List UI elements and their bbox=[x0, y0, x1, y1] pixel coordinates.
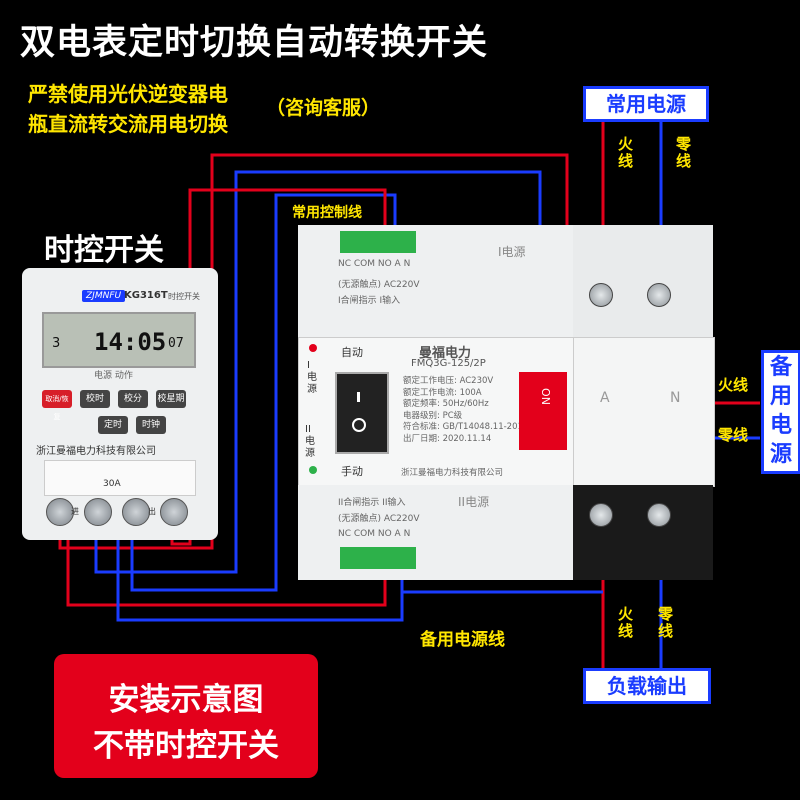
live-right-label: 火线 bbox=[718, 376, 749, 394]
source2-label: II电源 bbox=[458, 495, 490, 509]
top-live-screw bbox=[589, 283, 613, 307]
page-title: 双电表定时切换自动转换开关 bbox=[20, 23, 489, 63]
top-terminal-sub2: I合闸指示 I输入 bbox=[338, 296, 401, 306]
set-week-button[interactable]: 校星期 bbox=[156, 390, 186, 408]
main-power-label: 常用电源 bbox=[583, 86, 709, 122]
live-top-label: 火线 bbox=[618, 135, 634, 170]
backup-power-line-label: 备用电源线 bbox=[420, 630, 505, 650]
source1-indicator-light bbox=[309, 344, 317, 352]
ats-specs: 额定工作电压: AC230V 额定工作电流: 100A 额定频率: 50Hz/6… bbox=[403, 376, 529, 444]
bottom-terminal-sub2: (无源触点) AC220V bbox=[338, 514, 420, 524]
power-action-indicator: 电源 动作 bbox=[94, 371, 133, 381]
install-notice: 安装示意图 不带时控开关 bbox=[54, 654, 318, 778]
timer-terminal-n-in bbox=[84, 498, 112, 526]
bottom-terminal-text: NC COM NO A N bbox=[338, 529, 411, 539]
source2-indicator-light bbox=[309, 466, 317, 474]
timer-terminal-l-out bbox=[160, 498, 188, 526]
ats-top-breaker bbox=[573, 225, 713, 337]
notice-line-2: 不带时控开关 bbox=[93, 728, 279, 764]
top-terminal-sub1: (无源触点) AC220V bbox=[338, 280, 420, 290]
neutral-right-label: 零线 bbox=[718, 426, 749, 444]
warning-line-1: 严禁使用光伏逆变器电 bbox=[28, 82, 228, 106]
neutral-bottom-label: 零线 bbox=[658, 605, 674, 640]
ats-maker: 浙江曼福电力科技有限公司 bbox=[401, 468, 504, 478]
set-hour-button[interactable]: 校时 bbox=[80, 390, 110, 408]
timer-out-label: 出 bbox=[148, 507, 156, 516]
timer-model: KG316T bbox=[124, 290, 168, 301]
top-control-terminal-block bbox=[340, 231, 416, 253]
ats-upper-body: NC COM NO A N (无源触点) AC220V I合闸指示 I输入 I电… bbox=[298, 225, 573, 337]
neutral-top-label: 零线 bbox=[676, 135, 692, 170]
cancel-restore-button[interactable]: 取消/恢复 bbox=[42, 390, 72, 421]
consult-text: （咨询客服） bbox=[266, 97, 381, 119]
letter-n: N bbox=[670, 390, 681, 406]
rocker-mark-off bbox=[352, 418, 366, 432]
letter-a: A bbox=[600, 390, 610, 406]
timer-in-label: 进 bbox=[71, 507, 79, 516]
set-minute-button[interactable]: 校分 bbox=[118, 390, 148, 408]
timer-switch-label: 时控开关 bbox=[44, 233, 164, 268]
timer-lcd: 3 14:05 07 bbox=[42, 312, 196, 368]
timer-terminal-n-out bbox=[122, 498, 150, 526]
warning-line-2: 瓶直流转交流用电切换 bbox=[28, 112, 228, 136]
ats-brand: 曼福电力 bbox=[419, 346, 472, 361]
top-neutral-screw bbox=[647, 283, 671, 307]
timer-maker: 浙江曼福电力科技有限公司 bbox=[36, 446, 156, 457]
timing-button[interactable]: 定时 bbox=[98, 416, 128, 434]
ats-breaker-cover: A N bbox=[573, 337, 715, 487]
load-output-label: 负载输出 bbox=[583, 668, 711, 704]
timer-info-panel: 30A bbox=[44, 460, 196, 496]
live-bottom-label: 火线 bbox=[618, 605, 634, 640]
lcd-time: 14:05 bbox=[94, 328, 167, 356]
lcd-seconds: 07 bbox=[168, 336, 184, 351]
auto-mode-label: 自动 bbox=[341, 346, 363, 359]
top-terminal-text: NC COM NO A N bbox=[338, 259, 411, 269]
manual-handle[interactable]: ON bbox=[519, 372, 567, 450]
clock-button[interactable]: 时钟 bbox=[136, 416, 166, 434]
main-control-line-label: 常用控制线 bbox=[292, 205, 362, 221]
backup-power-label: 备 用 电 源 bbox=[761, 350, 800, 474]
ats-switch: NC COM NO A N (无源触点) AC220V I合闸指示 I输入 I电… bbox=[290, 225, 720, 580]
notice-line-1: 安装示意图 bbox=[108, 682, 264, 718]
timer-device: ZJMNFU KG316T 时控开关 3 14:05 07 电源 动作 取消/恢… bbox=[22, 268, 218, 540]
manual-mode-label: 手动 bbox=[341, 465, 363, 478]
bottom-neutral-screw bbox=[647, 503, 671, 527]
timer-model-suffix: 时控开关 bbox=[168, 292, 200, 301]
bottom-terminal-sub1: II合闸指示 II输入 bbox=[338, 498, 406, 508]
ats-model: FMQ3G-125/2P bbox=[411, 358, 486, 369]
ats-lower-body: II电源 II合闸指示 II输入 (无源触点) AC220V NC COM NO… bbox=[298, 485, 573, 580]
bottom-control-terminal-block bbox=[340, 547, 416, 569]
ats-bottom-breaker bbox=[573, 485, 713, 580]
bottom-live-screw bbox=[589, 503, 613, 527]
timer-brand: ZJMNFU bbox=[82, 290, 126, 302]
lcd-day: 3 bbox=[52, 336, 61, 351]
timer-rating: 30A bbox=[103, 479, 121, 489]
rocker-mark-on bbox=[357, 392, 360, 402]
source1-label: I电源 bbox=[498, 245, 526, 259]
auto-manual-rocker-switch[interactable] bbox=[335, 372, 389, 454]
timer-terminal-l-in bbox=[46, 498, 74, 526]
handle-on-label: ON bbox=[538, 388, 552, 405]
